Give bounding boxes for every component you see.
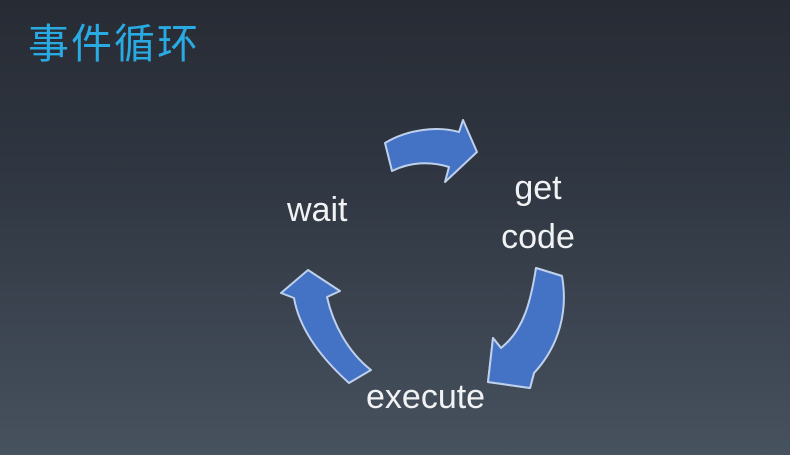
node-label-get-code-line2: code <box>501 218 575 256</box>
node-label-execute: execute <box>366 378 486 416</box>
curved-arrow-wait-to-get-code-icon <box>384 119 478 183</box>
curved-arrow-execute-to-wait-icon <box>280 269 372 384</box>
node-label-wait: wait <box>287 191 348 229</box>
node-label-get-code: get code <box>489 164 587 262</box>
slide-title: 事件循环 <box>28 21 200 67</box>
node-label-get-code-line1: get <box>514 169 562 207</box>
curved-arrow-get-code-to-execute-icon <box>487 267 565 389</box>
